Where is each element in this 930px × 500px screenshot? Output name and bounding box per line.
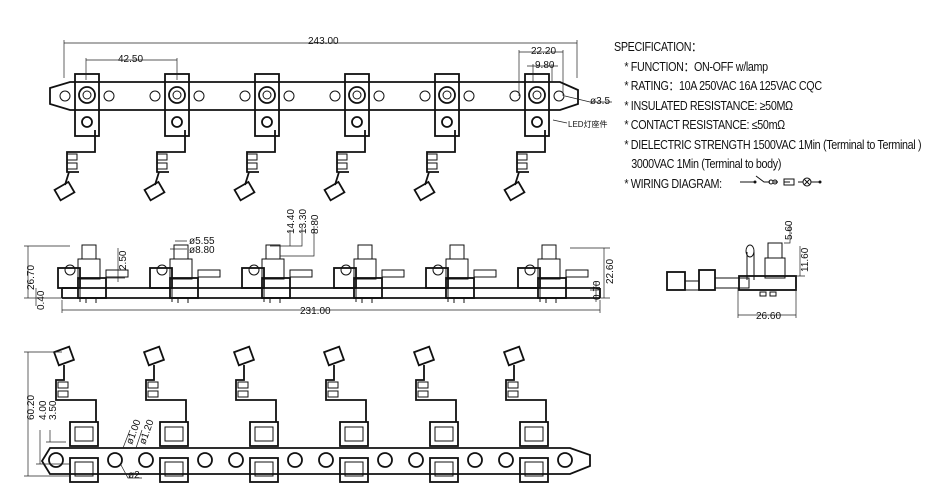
front-switch-unit	[425, 244, 497, 303]
top-rail	[49, 81, 579, 111]
top-switch-unit	[233, 73, 295, 202]
front-switch-unit	[333, 244, 405, 303]
dim-hole: ø3.5	[590, 96, 610, 107]
front-switch-unit	[57, 244, 129, 303]
dim-pitch: 42.50	[118, 54, 143, 65]
dim-hole-3: ø2	[128, 470, 140, 481]
bottom-view	[40, 345, 591, 483]
dim-d2: ø8.80	[189, 245, 215, 256]
front-switch-unit	[149, 244, 221, 303]
dim-overall-length: 243.00	[308, 36, 339, 47]
dim-side-width: 26.60	[756, 311, 781, 322]
front-view	[57, 244, 601, 303]
top-switch-unit	[503, 73, 565, 202]
dim-right-base: 0.70	[592, 280, 603, 300]
front-switch-unit	[241, 244, 313, 303]
dim-inner: 9.80	[535, 60, 555, 71]
spec-insulated-resistance: * INSULATED RESISTANCE: ≥50MΩ	[624, 98, 793, 113]
dim-step: 2.50	[118, 250, 129, 270]
bottom-rail	[40, 447, 591, 475]
bottom-switch-unit	[48, 345, 123, 483]
front-switch-unit	[517, 244, 589, 303]
bottom-switch-unit	[228, 345, 303, 483]
dim-base: 0.40	[36, 290, 47, 310]
top-switch-unit	[413, 73, 475, 202]
dim-length: 231.00	[300, 306, 331, 317]
led-note: LED灯座件	[568, 119, 608, 129]
side-switch	[666, 242, 797, 297]
top-switch-unit	[323, 73, 385, 202]
spec-rating: * RATING：10A 250VAC 16A 125VAC CQC	[624, 79, 822, 93]
spec-function: * FUNCTION：ON-OFF w/lamp	[624, 59, 768, 74]
top-view-dimensions: 243.00 42.50 22.20 9.80 ø3.5 LED灯座件	[63, 36, 612, 129]
bottom-switch-unit	[408, 345, 483, 483]
bottom-switch-unit	[498, 345, 573, 483]
dim-span: 22.20	[531, 46, 556, 57]
dim-height: 26.70	[26, 265, 37, 290]
front-rail	[61, 287, 601, 299]
spec-dielectric-continuation: 3000VAC 1Min (Terminal to body)	[631, 157, 782, 171]
dim-h1: 14.40	[286, 209, 297, 234]
dim-h3: 8.80	[310, 214, 321, 234]
dim-side-top: 5.60	[784, 220, 795, 240]
dim-side-height: 11.60	[800, 247, 811, 272]
top-view	[49, 73, 579, 202]
spec-contact-resistance: * CONTACT RESISTANCE: ≤50mΩ	[624, 118, 785, 132]
dim-a: 4.00	[38, 400, 49, 420]
wiring-diagram-symbol	[740, 175, 822, 187]
side-view	[666, 242, 797, 297]
dim-d1: ø5.55	[189, 236, 215, 247]
specification-block: SPECIFICATION： * FUNCTION：ON-OFF w/lamp …	[614, 38, 922, 194]
dim-b: 3.50	[48, 400, 59, 420]
spec-dielectric-strength: * DIELECTRIC STRENGTH 1500VAC 1Min (Term…	[624, 137, 922, 152]
front-view-dimensions: 26.70 0.40 2.50 231.00 ø5.55 ø8.80 14.40…	[24, 209, 616, 317]
dim-h2: 13.30	[298, 209, 309, 234]
side-view-dimensions: 5.60 11.60 26.60	[737, 220, 811, 322]
top-switch-unit	[143, 73, 205, 202]
bottom-switch-unit	[318, 345, 393, 483]
spec-wiring-diagram: * WIRING DIAGRAM:	[624, 176, 722, 191]
top-switch-unit	[53, 73, 115, 202]
spec-title: SPECIFICATION：	[614, 40, 702, 54]
dim-total: 60.20	[26, 395, 37, 420]
bottom-switch-unit	[138, 345, 213, 483]
dim-right-height: 22.60	[605, 259, 616, 284]
